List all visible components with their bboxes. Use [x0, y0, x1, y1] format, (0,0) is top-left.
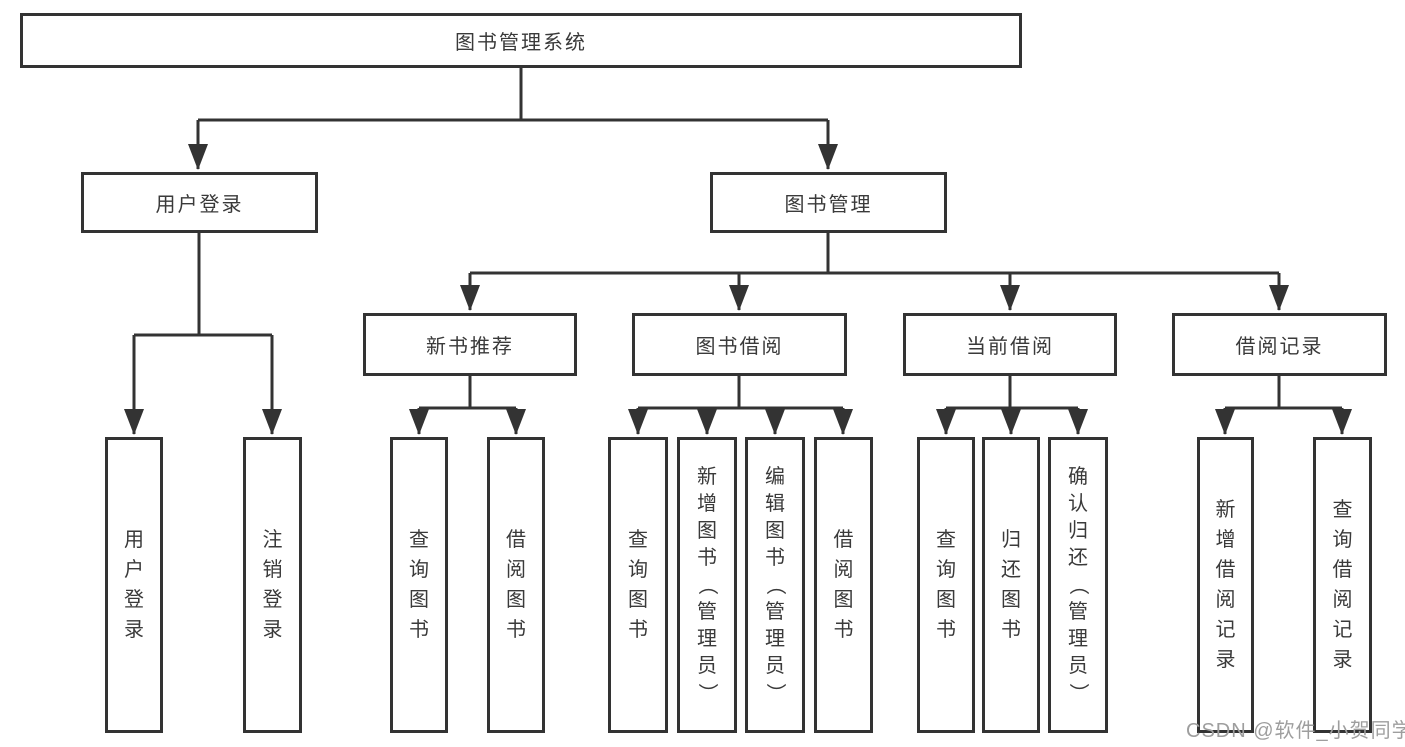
- leaf-add-borrow-record: 新增借阅记录: [1197, 437, 1254, 733]
- leaf-query-books-recommend: 查询图书: [390, 437, 448, 733]
- node-new-book-recommend: 新书推荐: [363, 313, 577, 376]
- connector-new-book-recommend-children: [419, 376, 516, 410]
- leaf-edit-books-admin: 编辑图书（管理员）: [745, 437, 805, 733]
- csdn-watermark: CSDN @软件_小贺同学: [1186, 720, 1405, 742]
- leaf-query-borrow-record: 查询借阅记录: [1313, 437, 1372, 733]
- node-current-borrow: 当前借阅: [903, 313, 1117, 376]
- node-book-borrow: 图书借阅: [632, 313, 847, 376]
- leaf-borrow-books-borrow: 借阅图书: [814, 437, 873, 733]
- connector-user-login-children: [134, 233, 272, 337]
- leaf-user-login: 用户登录: [105, 437, 163, 733]
- connector-current-borrow-children: [946, 376, 1078, 410]
- connector-book-borrow-children: [638, 376, 843, 410]
- connector-book-management-children: [470, 233, 1279, 275]
- leaf-borrow-books-recommend: 借阅图书: [487, 437, 545, 733]
- leaf-query-books-current: 查询图书: [917, 437, 975, 733]
- leaf-add-books-admin: 新增图书（管理员）: [677, 437, 737, 733]
- leaf-return-books: 归还图书: [982, 437, 1040, 733]
- leaf-query-books-borrow: 查询图书: [608, 437, 668, 733]
- leaf-confirm-return-admin: 确认归还（管理员）: [1048, 437, 1108, 733]
- node-library-management-system: 图书管理系统: [20, 13, 1022, 68]
- connector-borrow-records-children: [1225, 376, 1342, 410]
- node-user-login: 用户登录: [81, 172, 318, 233]
- connector-root-to-level2: [198, 68, 828, 122]
- node-book-management: 图书管理: [710, 172, 947, 233]
- leaf-logout-login: 注销登录: [243, 437, 302, 733]
- node-borrow-records: 借阅记录: [1172, 313, 1387, 376]
